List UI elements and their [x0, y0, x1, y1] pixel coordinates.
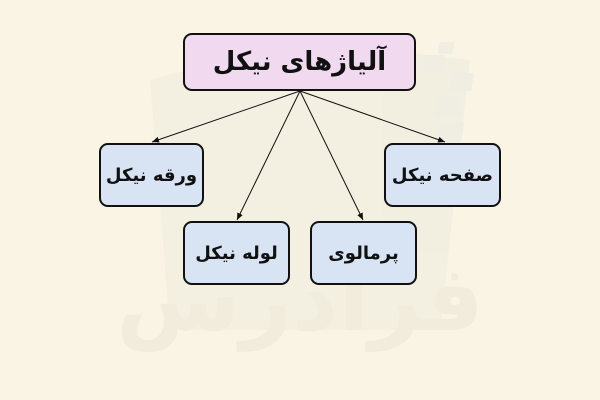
- node-label: پرمالوی: [328, 242, 399, 264]
- root-node-label: آلیاژهای نیکل: [212, 47, 387, 77]
- edge-to-permal: [299, 90, 364, 221]
- edge-to-tube: [236, 90, 301, 221]
- node-nickel-plate: صفحه نیکل: [384, 143, 501, 207]
- root-node-nickel-alloys: آلیاژهای نیکل: [183, 33, 416, 91]
- edge-to-plate: [299, 90, 446, 143]
- node-label: ورقه نیکل: [105, 164, 198, 186]
- node-label: لوله نیکل: [195, 242, 278, 264]
- node-permalloy: پرمالوی: [310, 221, 417, 285]
- node-nickel-tube: لوله نیکل: [183, 221, 290, 285]
- node-label: صفحه نیکل: [391, 164, 494, 186]
- node-nickel-sheet: ورقه نیکل: [99, 143, 204, 207]
- edge-to-sheet: [151, 90, 301, 143]
